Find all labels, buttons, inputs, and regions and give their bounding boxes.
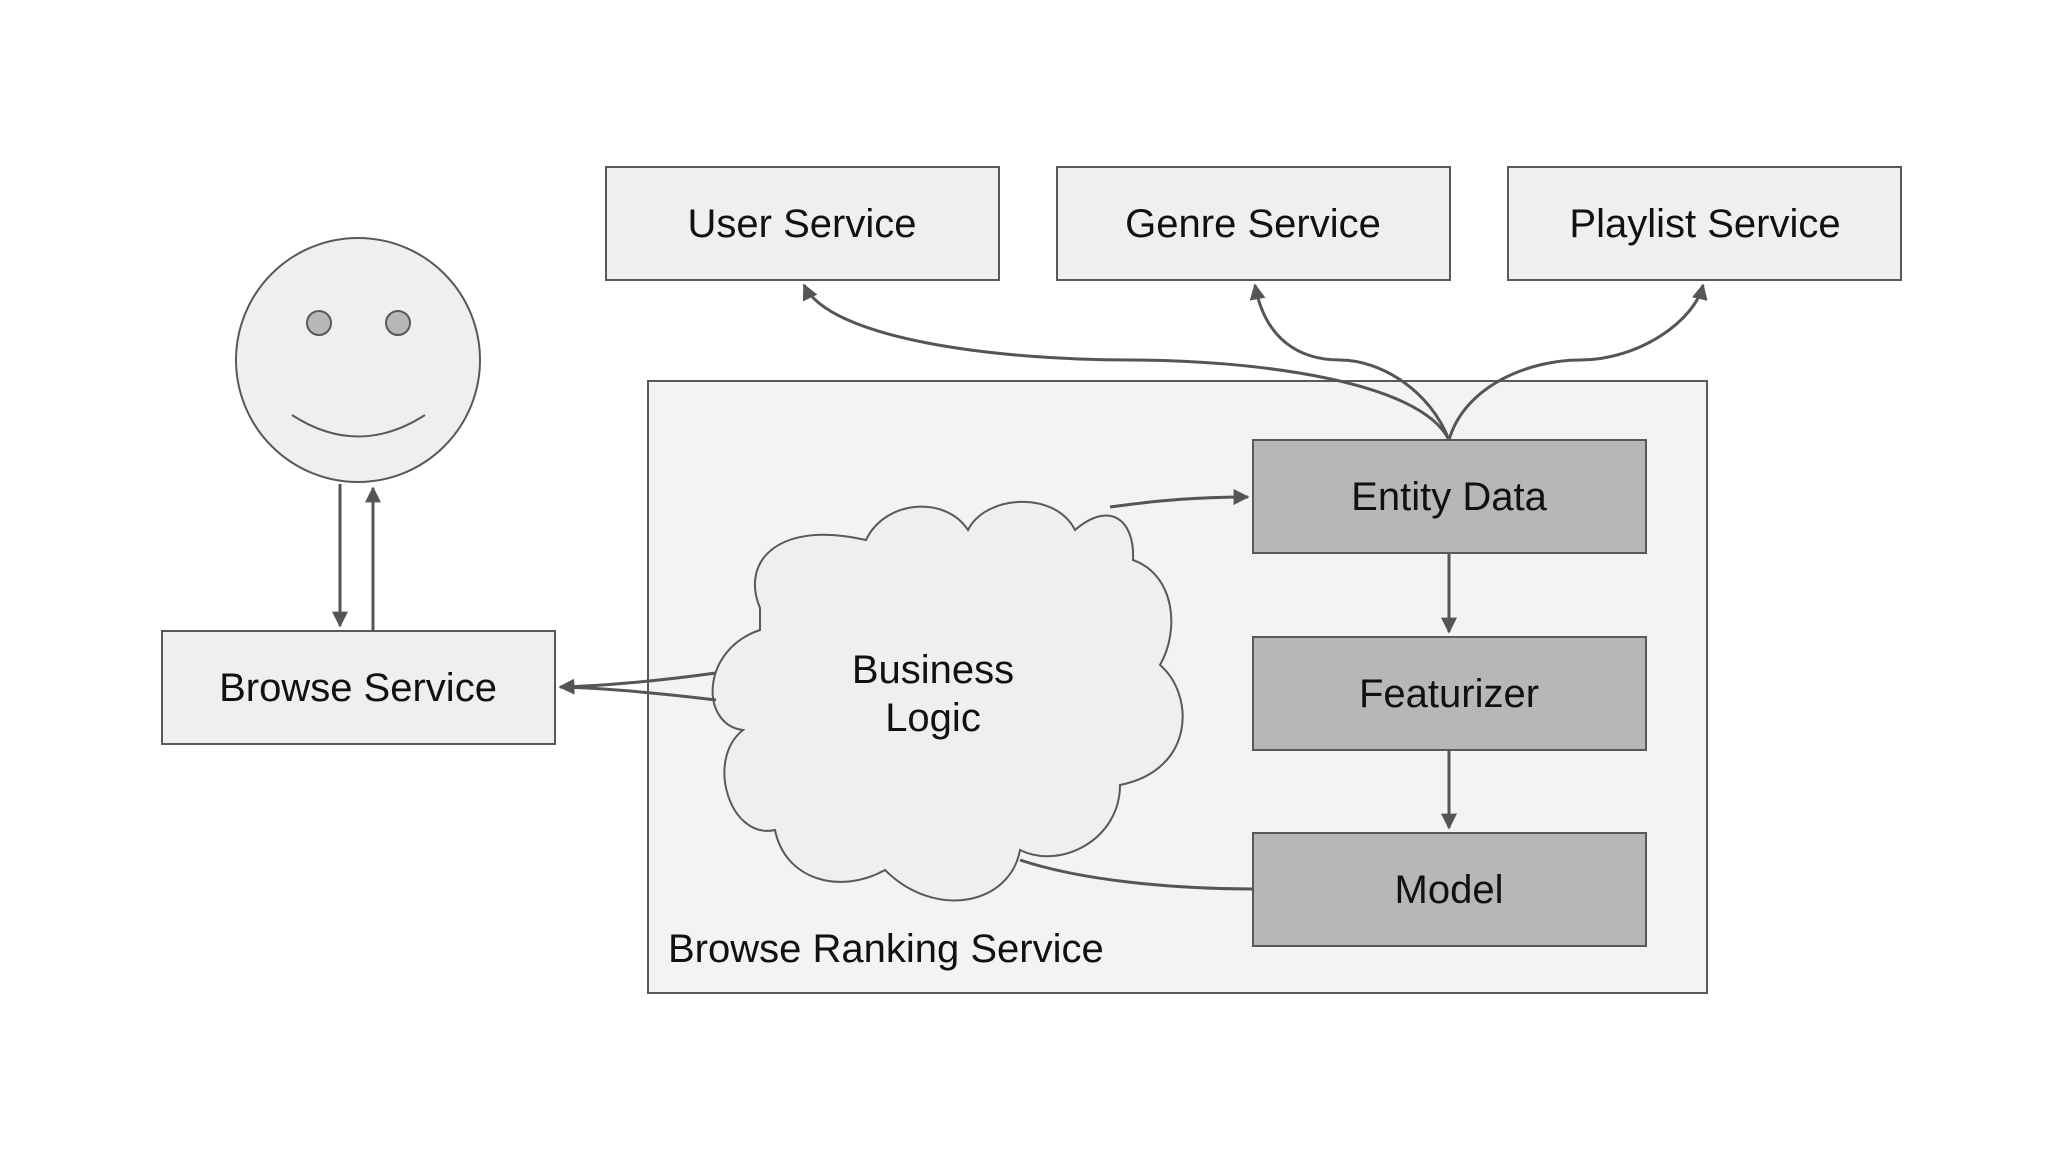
genre-service-box[interactable]: Genre Service [1056, 166, 1451, 281]
entity-data-label: Entity Data [1351, 475, 1547, 519]
playlist-service-label: Playlist Service [1569, 202, 1840, 246]
business-logic-label-line1: Business [852, 648, 1014, 692]
browse-ranking-service-label: Browse Ranking Service [668, 927, 1104, 971]
user-service-label: User Service [688, 202, 917, 246]
entity-to-playlist-service-arrow [1447, 283, 1708, 441]
model-label: Model [1395, 868, 1504, 912]
smiley-face-icon [235, 237, 481, 483]
featurizer-box[interactable]: Featurizer [1252, 636, 1647, 751]
featurizer-label: Featurizer [1359, 672, 1539, 716]
browse-service-label: Browse Service [219, 666, 497, 710]
logic-to-browse-service-arrow-lower [559, 685, 717, 702]
user-service-box[interactable]: User Service [605, 166, 1000, 281]
entity-to-user-service-arrow [802, 283, 1451, 441]
business-logic-cloud[interactable]: Business Logic [711, 500, 1184, 902]
model-box[interactable]: Model [1252, 832, 1647, 947]
playlist-service-box[interactable]: Playlist Service [1507, 166, 1902, 281]
logic-to-entity-data-arrow [1109, 489, 1250, 509]
browse-service-box[interactable]: Browse Service [161, 630, 556, 745]
model-to-logic-connector [1019, 858, 1254, 891]
genre-service-label: Genre Service [1125, 202, 1381, 246]
business-logic-label-line2: Logic [885, 696, 981, 740]
entity-to-genre-service-arrow [1249, 283, 1451, 441]
entity-data-box[interactable]: Entity Data [1252, 439, 1647, 554]
cloud-shape [711, 500, 1184, 902]
